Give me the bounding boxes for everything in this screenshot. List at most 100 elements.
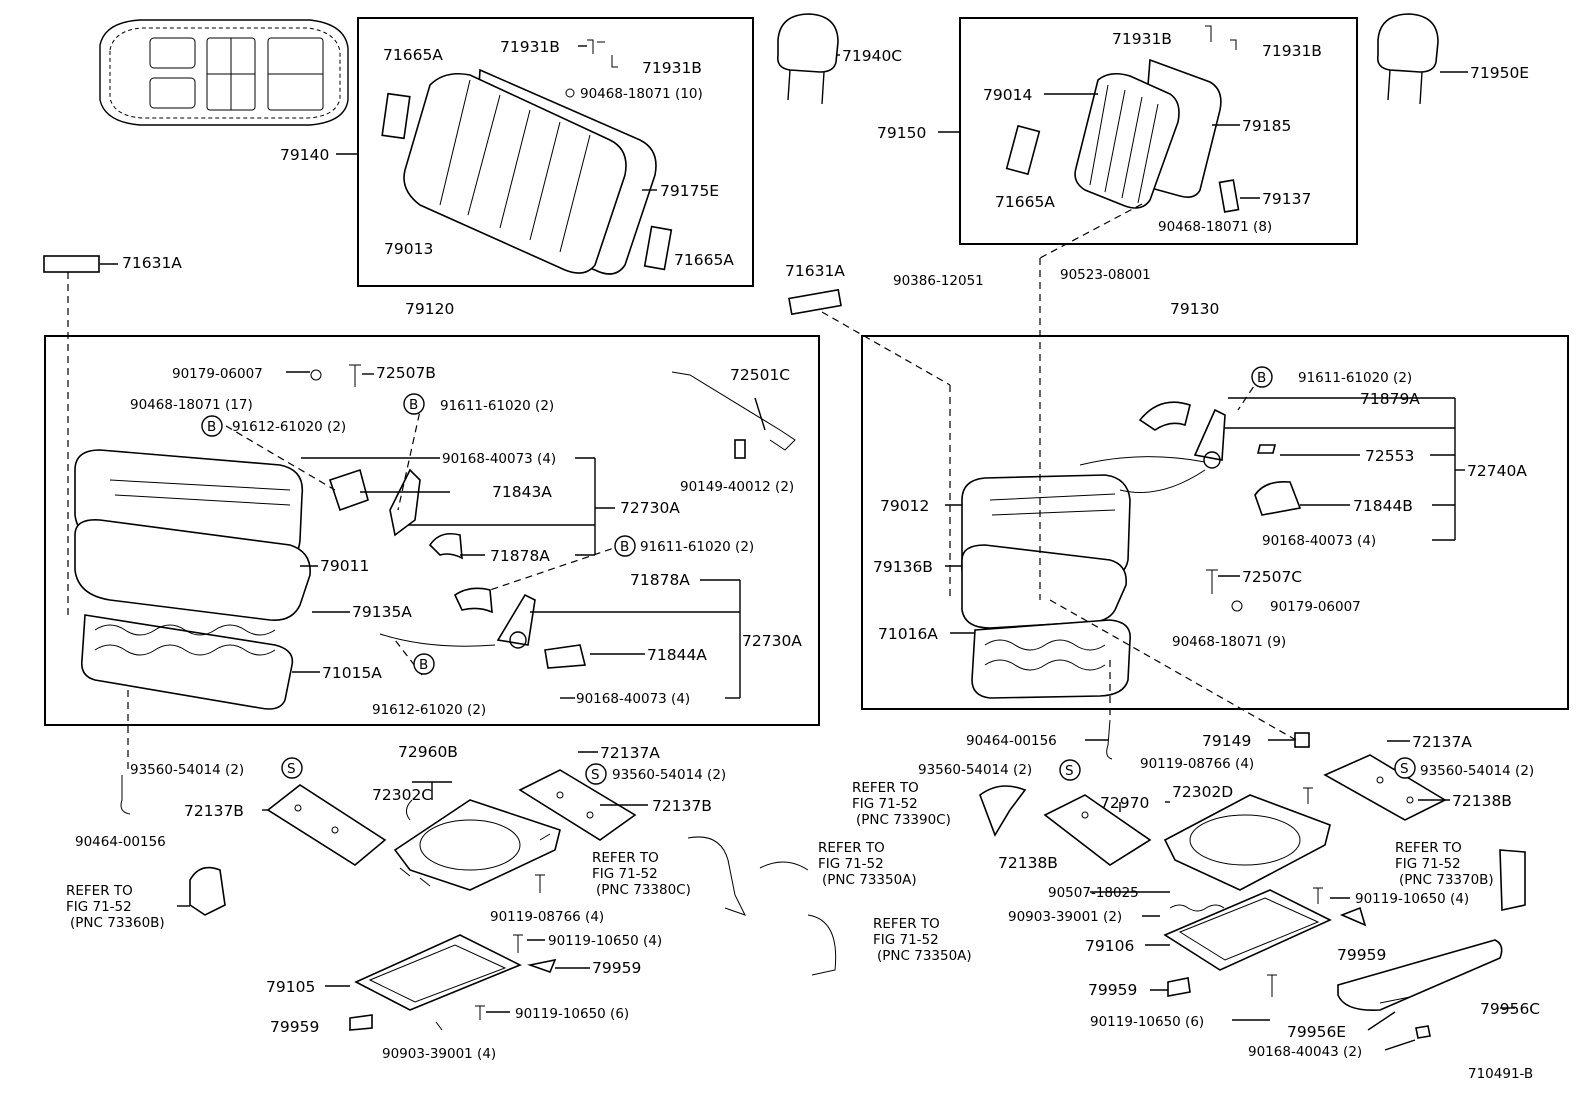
front-seatback-illustration — [1005, 25, 1240, 213]
circled-symbols — [201, 366, 1416, 785]
front-floor-parts — [1043, 754, 1503, 1039]
part-labels: 79140 79150 79120 79130 71665A 71931B 71… — [75, 30, 1540, 1082]
label-71844a: 71844A — [647, 646, 707, 664]
rear-recliner-mechanisms — [310, 364, 796, 669]
label-90386-12051: 90386-12051 — [893, 273, 984, 289]
svg-text:REFER TO: REFER TO — [592, 850, 659, 866]
label-90149-40012: 90149-40012 (2) — [680, 479, 794, 495]
label-71878a: 71878A — [490, 547, 550, 565]
strip-71631a-right — [788, 288, 842, 316]
label-90119-10650: 90119-10650 (4) — [548, 933, 662, 949]
label-79137: 79137 — [1262, 190, 1311, 208]
headrest-71940c-illustration — [776, 13, 839, 105]
label-71844b: 71844B — [1353, 497, 1413, 515]
label-79956e: 79956E — [1287, 1023, 1346, 1041]
label-71931b: 71931B — [1262, 42, 1322, 60]
label-90468-18071: 90468-18071 (17) — [130, 397, 253, 413]
svg-text:FIG 71-52: FIG 71-52 — [873, 932, 939, 948]
label-90179-06007: 90179-06007 — [1270, 599, 1361, 615]
label-72137a: 72137A — [1412, 733, 1472, 751]
label-79014: 79014 — [983, 86, 1032, 104]
rear-seatback-illustration — [381, 39, 673, 275]
label-72302d: 72302D — [1172, 783, 1233, 801]
label-71665a: 71665A — [995, 193, 1055, 211]
label-90903-39001: 90903-39001 (2) — [1008, 909, 1122, 925]
label-79120: 79120 — [405, 300, 454, 318]
label-72730a: 72730A — [742, 632, 802, 650]
label-90464-00156: 90464-00156 — [75, 834, 166, 850]
label-71665a: 71665A — [383, 46, 443, 64]
label-72730a: 72730A — [620, 499, 680, 517]
label-79185: 79185 — [1242, 117, 1291, 135]
label-71631a: 71631A — [122, 254, 182, 272]
svg-text:REFER TO: REFER TO — [852, 780, 919, 796]
label-90468-18071: 90468-18071 (9) — [1172, 634, 1286, 650]
label-72507c: 72507C — [1242, 568, 1302, 586]
label-71931b: 71931B — [500, 38, 560, 56]
svg-text:REFER TO: REFER TO — [818, 840, 885, 856]
label-72507b: 72507B — [376, 364, 436, 382]
label-72970: 72970 — [1100, 794, 1149, 812]
label-79105: 79105 — [266, 978, 315, 996]
label-79106: 79106 — [1085, 937, 1134, 955]
label-71940c: 71940C — [842, 47, 902, 65]
label-90119-08766: 90119-08766 (4) — [1140, 756, 1254, 772]
circle-b-label: B — [409, 397, 418, 413]
circle-b-label: B — [1257, 370, 1266, 386]
front-seatback-box — [959, 17, 1358, 245]
svg-text:FIG 71-52: FIG 71-52 — [852, 796, 918, 812]
circle-b-label: B — [207, 419, 216, 435]
circle-s-label: S — [1065, 763, 1074, 779]
svg-text:(PNC 73350A): (PNC 73350A) — [822, 872, 917, 888]
label-93560-54014: 93560-54014 (2) — [130, 762, 244, 778]
label-71878a: 71878A — [630, 571, 690, 589]
label-90523-08001: 90523-08001 — [1060, 267, 1151, 283]
label-90179-06007: 90179-06007 — [172, 366, 263, 382]
svg-text:(PNC 73380C): (PNC 73380C) — [596, 882, 691, 898]
label-90119-10650: 90119-10650 (6) — [1090, 1014, 1204, 1030]
label-72138b: 72138B — [1452, 792, 1512, 810]
svg-text:FIG 71-52: FIG 71-52 — [592, 866, 658, 882]
svg-text:(PNC 73390C): (PNC 73390C) — [856, 812, 951, 828]
label-79959: 79959 — [270, 1018, 319, 1036]
strip-71631a-left — [43, 255, 100, 273]
label-71931b: 71931B — [642, 59, 702, 77]
circle-b-label: B — [419, 657, 428, 673]
refer-note-73390c: REFER TO FIG 71-52 (PNC 73390C) — [852, 780, 951, 828]
circle-b-label: B — [620, 539, 629, 555]
label-72302c: 72302C — [372, 786, 432, 804]
label-79956c: 79956C — [1480, 1000, 1540, 1018]
wire-harness-illustrations — [120, 719, 1526, 976]
circle-s-label: S — [287, 761, 296, 777]
label-71843a: 71843A — [492, 483, 552, 501]
svg-text:FIG 71-52: FIG 71-52 — [1395, 856, 1461, 872]
label-93560-54014: 93560-54014 (2) — [1420, 763, 1534, 779]
label-90168-40073: 90168-40073 (4) — [442, 451, 556, 467]
label-90168-40073: 90168-40073 (4) — [576, 691, 690, 707]
diagram-id: 710491-B — [1468, 1066, 1533, 1082]
label-72137b: 72137B — [652, 797, 712, 815]
label-91612-61020: 91612-61020 (2) — [372, 702, 486, 718]
label-72740a: 72740A — [1467, 462, 1527, 480]
front-cushion-box — [861, 335, 1569, 710]
label-71665a: 71665A — [674, 251, 734, 269]
label-90119-10650: 90119-10650 (4) — [1355, 891, 1469, 907]
label-90903-39001: 90903-39001 (4) — [382, 1046, 496, 1062]
label-91611-61020: 91611-61020 (2) — [1298, 370, 1412, 386]
circle-s-label: S — [1400, 761, 1409, 777]
label-79959: 79959 — [1088, 981, 1137, 999]
refer-note-73360b: REFER TO FIG 71-52 (PNC 73360B) — [66, 883, 165, 931]
label-79012: 79012 — [880, 497, 929, 515]
refer-note-73380c: REFER TO FIG 71-52 (PNC 73380C) — [592, 850, 691, 898]
label-71016a: 71016A — [878, 625, 938, 643]
label-90168-40043: 90168-40043 (2) — [1248, 1044, 1362, 1060]
label-91612-61020: 91612-61020 (2) — [232, 419, 346, 435]
label-71015a: 71015A — [322, 664, 382, 682]
label-79011: 79011 — [320, 557, 369, 575]
label-79959: 79959 — [592, 959, 641, 977]
svg-text:REFER TO: REFER TO — [873, 916, 940, 932]
label-79175e: 79175E — [660, 182, 719, 200]
label-93560-54014: 93560-54014 (2) — [612, 767, 726, 783]
rear-seatback-box — [357, 17, 754, 287]
svg-text:FIG 71-52: FIG 71-52 — [66, 899, 132, 915]
